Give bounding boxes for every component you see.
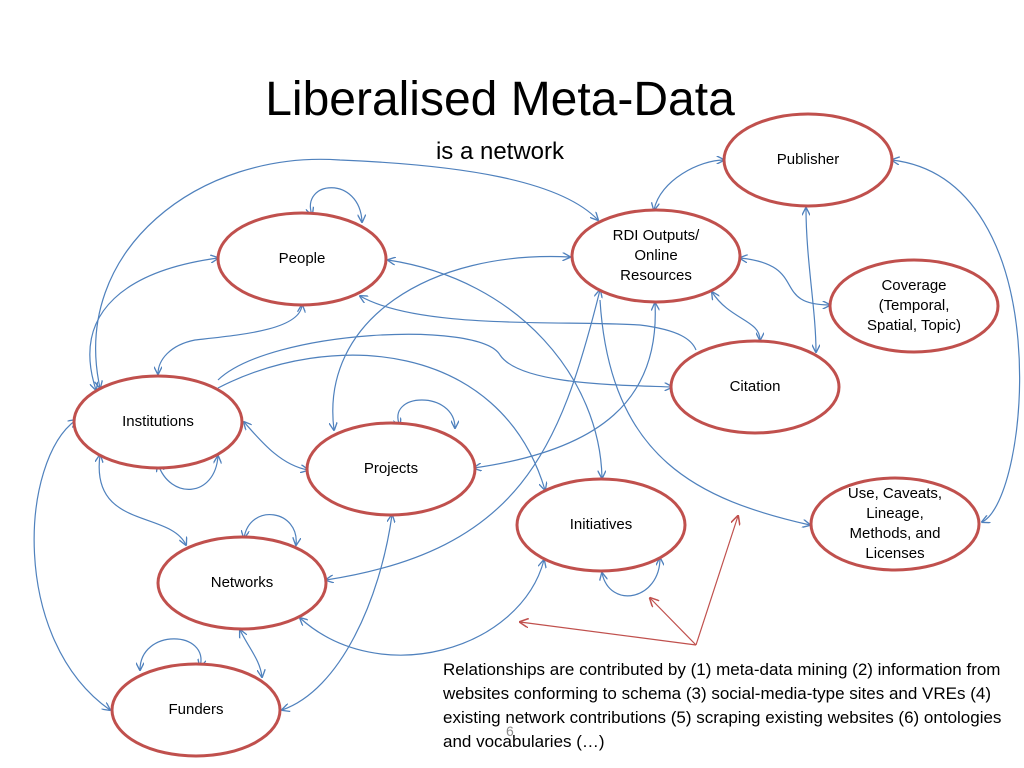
edge-rdi-coverage xyxy=(740,258,830,305)
node-coverage xyxy=(828,258,1000,354)
edge-networks-initiatives xyxy=(300,560,544,656)
edge-people-citation xyxy=(360,296,697,351)
relationships-footnote: Relationships are contributed by (1) met… xyxy=(443,660,1002,751)
node-rdi-outputs xyxy=(570,208,742,304)
edge-institutions-projects xyxy=(244,422,308,470)
edge-people-institutions xyxy=(89,258,218,390)
node-institutions xyxy=(72,374,244,470)
edge-projects-funders xyxy=(282,515,392,710)
edge-rdi-use xyxy=(599,299,810,525)
annotation-arrow-right xyxy=(695,516,738,646)
edge-rdi-publisher xyxy=(654,160,724,210)
node-projects xyxy=(305,421,477,517)
edge-rdi-citation xyxy=(712,292,760,340)
edge-initiatives-self xyxy=(602,558,660,597)
node-networks xyxy=(156,535,328,631)
edge-publisher-use xyxy=(892,160,1021,522)
annotation-arrow-initiatives xyxy=(650,598,697,646)
node-use-caveats xyxy=(809,476,981,572)
slide-title: Liberalised Meta-Data xyxy=(265,73,735,126)
edge-institutions-citation xyxy=(217,333,672,387)
node-people xyxy=(216,211,388,307)
annotation-arrow-initiatives-left xyxy=(520,622,697,646)
node-funders xyxy=(110,662,282,758)
slide-subtitle: is a network xyxy=(435,138,565,165)
edge-funders-self xyxy=(140,638,201,670)
edge-networks-funders xyxy=(240,630,262,677)
page-number: 6 xyxy=(506,723,514,739)
edge-institutions-funders xyxy=(33,420,110,710)
edge-people-self xyxy=(310,187,362,222)
node-initiatives xyxy=(515,477,687,573)
edge-people-institutions-2 xyxy=(158,305,302,374)
edge-publisher-citation xyxy=(806,208,816,352)
node-citation xyxy=(669,339,841,435)
node-publisher xyxy=(722,112,894,208)
